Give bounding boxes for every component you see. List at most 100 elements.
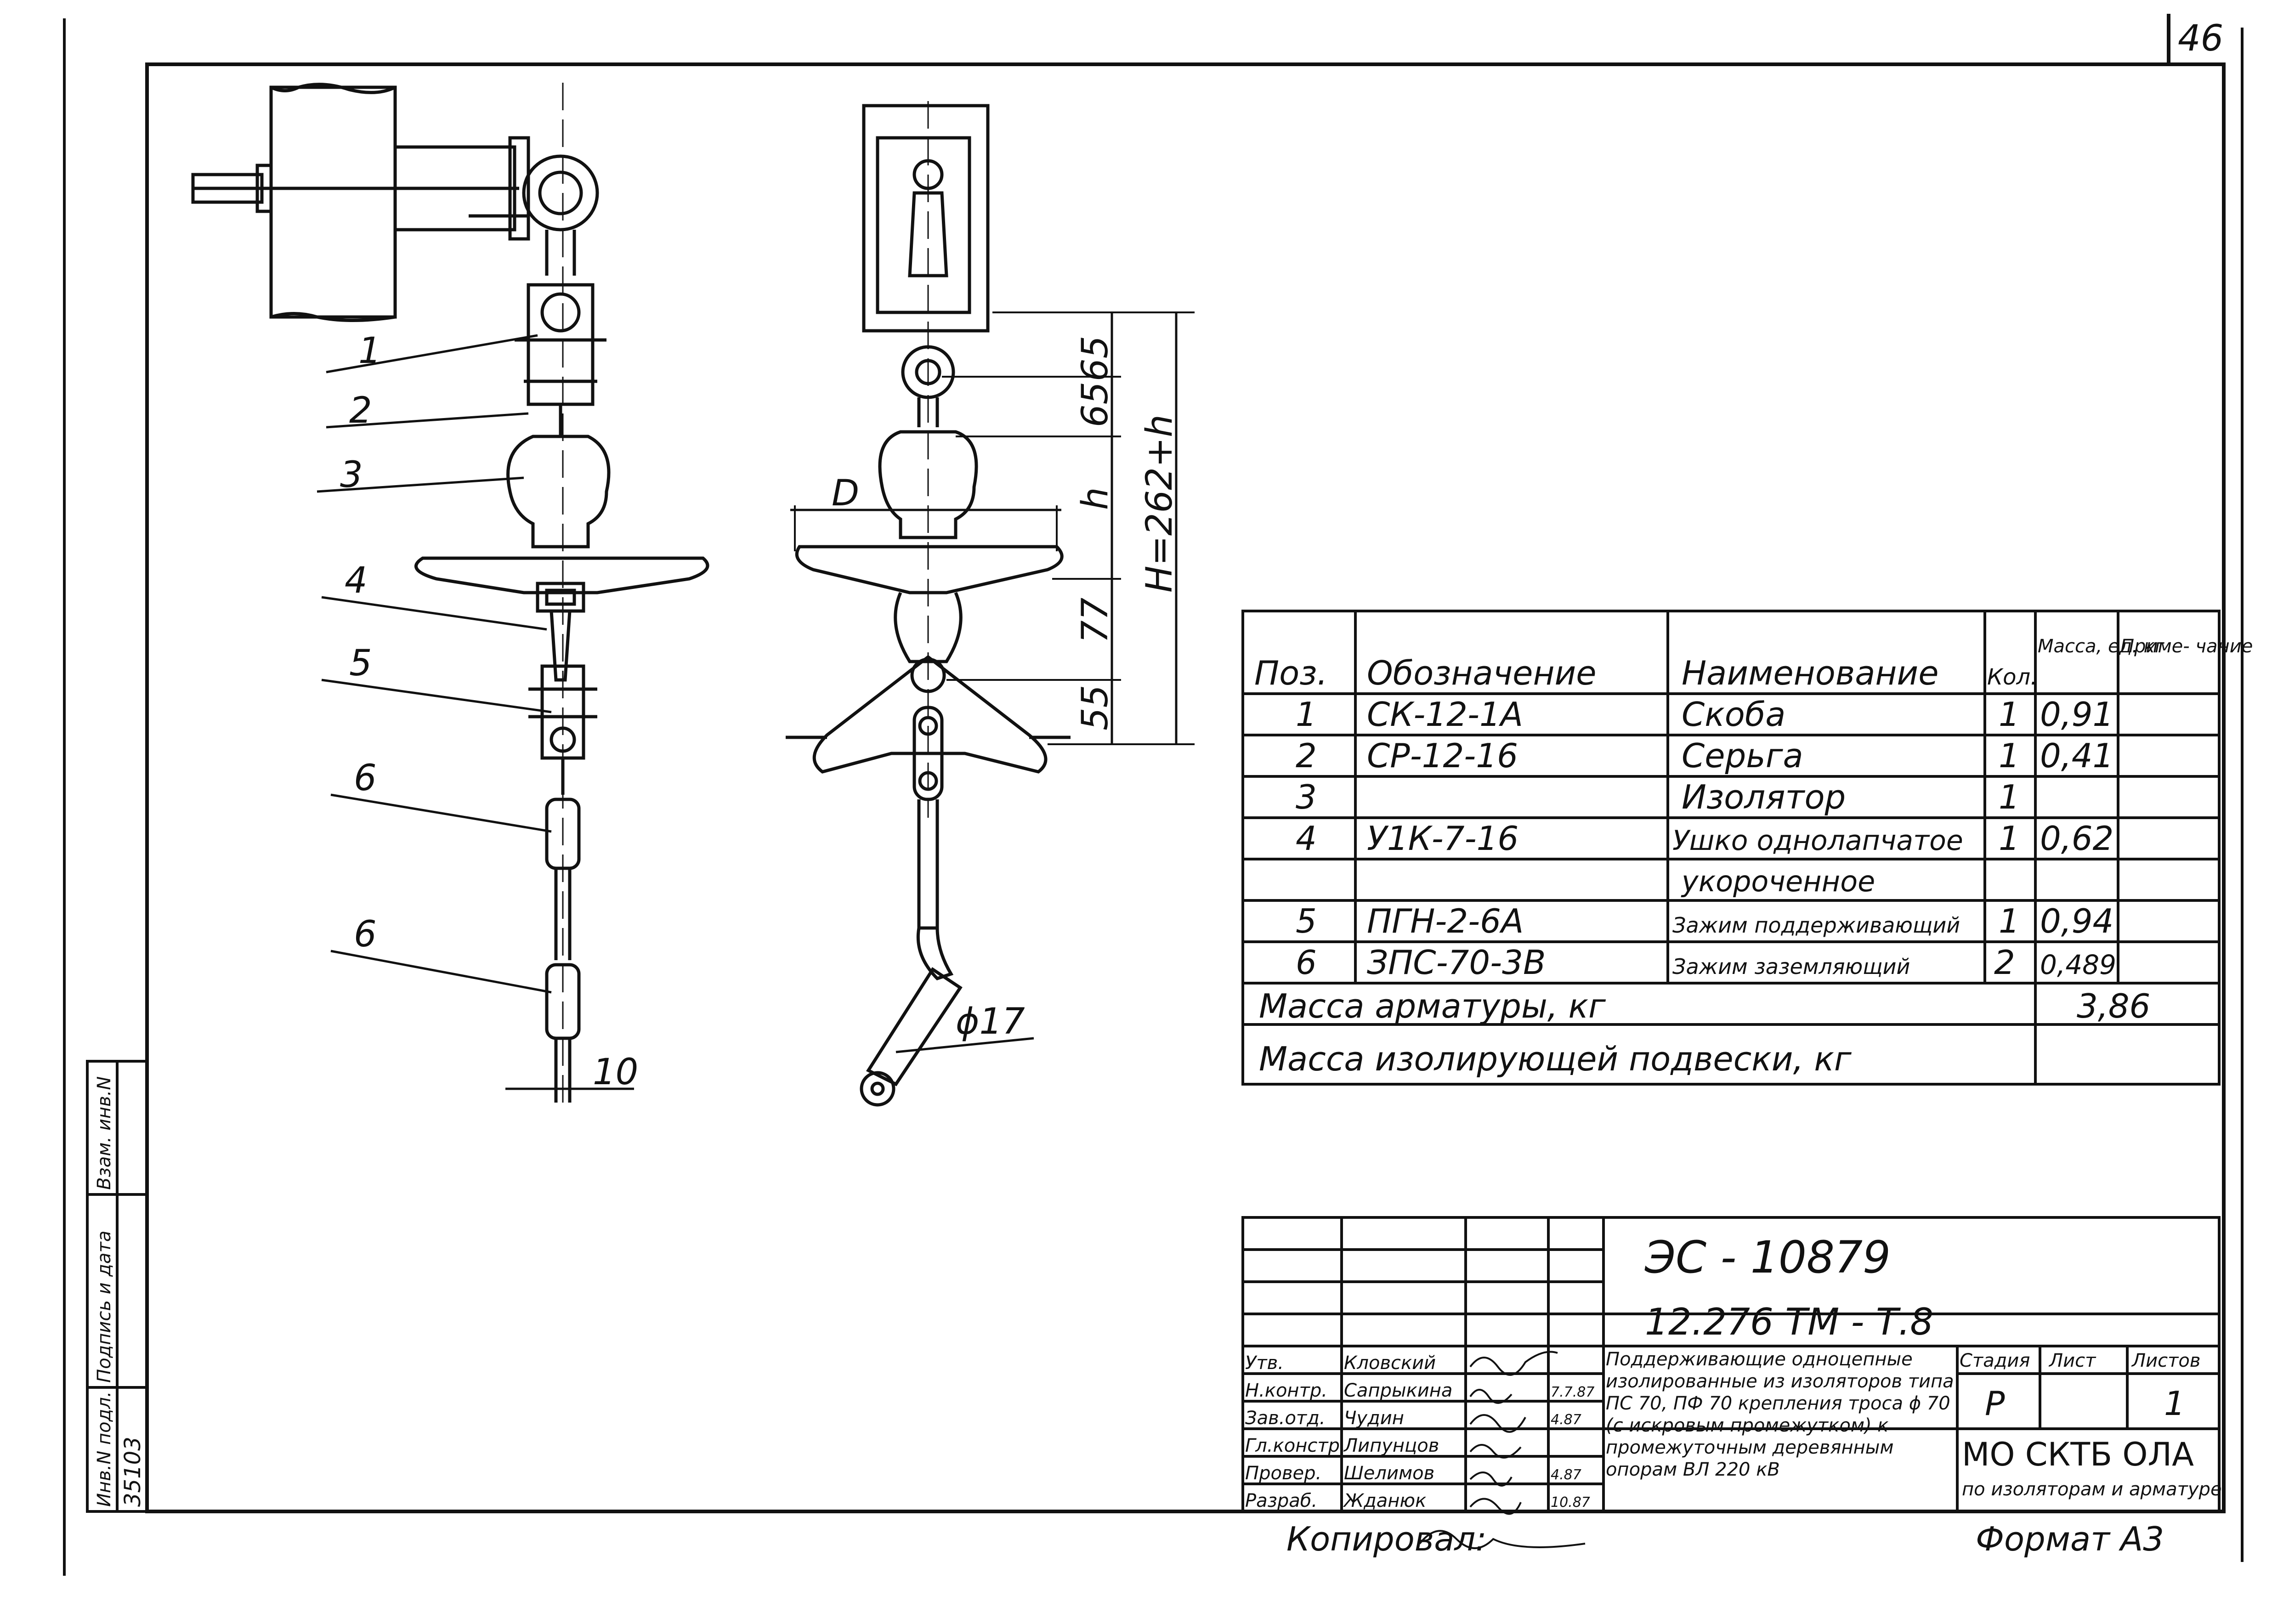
name-glkonstr: Липунцов xyxy=(1343,1435,1439,1456)
th-pos: Поз. xyxy=(1254,654,1327,692)
mass-fittings-label: Масса арматуры, кг xyxy=(1259,987,1606,1025)
svg-text:1: 1 xyxy=(1999,695,2020,734)
callout-labels: 1 2 3 4 5 6 6 10 xyxy=(340,330,638,1093)
mass-fittings-value: 3,86 xyxy=(2077,987,2150,1025)
svg-text:3: 3 xyxy=(1296,778,1317,816)
svg-text:укороченное: укороченное xyxy=(1681,865,1875,898)
svg-text:ЗПС-70-3В: ЗПС-70-3В xyxy=(1367,943,1546,982)
svg-text:СК-12-1А: СК-12-1А xyxy=(1367,695,1523,734)
name-zavotd: Чудин xyxy=(1344,1408,1404,1429)
callout-3: 3 xyxy=(340,454,363,496)
doc-code: ЭС - 10879 xyxy=(1644,1232,1891,1283)
dim-phi17: ϕ17 xyxy=(956,1001,1025,1042)
stage-value: Р xyxy=(1985,1384,2005,1423)
callout-6a: 6 xyxy=(354,758,377,799)
stage-label: Стадия xyxy=(1960,1350,2030,1371)
svg-text:0,41: 0,41 xyxy=(2040,736,2113,775)
dimension-labels: D 65 65 h 77 55 H=262+h ϕ17 xyxy=(832,336,1180,1042)
assembly-front-view xyxy=(786,101,1195,1107)
svg-text:6: 6 xyxy=(1296,943,1317,982)
table-row: 5 ПГН-2-6А Зажим поддерживающий 1 0,94 xyxy=(1296,902,2113,940)
svg-text:У1К-7-16: У1К-7-16 xyxy=(1367,819,1518,858)
callout-4: 4 xyxy=(345,560,368,601)
stamp-inv-label: Инв.N подл. xyxy=(94,1391,115,1507)
stamp-replace-label: Взам. инв.N xyxy=(94,1076,115,1190)
sheets-value: 1 xyxy=(2164,1384,2185,1423)
role-zavotd: Зав.отд. xyxy=(1245,1408,1326,1429)
spec-table: Поз. Обозначение Наименование Кол. Масса… xyxy=(1241,610,2253,1086)
sheets-label: Листов xyxy=(2131,1350,2200,1371)
svg-text:0,91: 0,91 xyxy=(2040,695,2113,734)
drawing-title: Поддерживающие одноцепные изолированные … xyxy=(1606,1349,1954,1480)
callout-6b: 6 xyxy=(354,914,377,955)
dim-55: 55 xyxy=(1075,685,1116,730)
drawing-number: 12.276 ТМ - Т.8 xyxy=(1645,1301,1933,1343)
name-razrab: Жданюк xyxy=(1343,1490,1426,1511)
svg-text:1: 1 xyxy=(1999,819,2020,858)
role-nkontr: Н.контр. xyxy=(1245,1380,1327,1401)
table-row: укороченное xyxy=(1681,865,1875,898)
svg-text:4: 4 xyxy=(1296,819,1317,858)
table-row: 4 У1К-7-16 Ушко однолапчатое 1 0,62 xyxy=(1296,819,2113,858)
svg-text:Ушко однолапчатое: Ушко однолапчатое xyxy=(1672,825,1963,857)
role-utv: Утв. xyxy=(1245,1352,1284,1374)
date-2: 4.87 xyxy=(1551,1412,1581,1428)
th-code: Обозначение xyxy=(1367,654,1597,692)
table-row: 6 ЗПС-70-3В Зажим заземляющий 2 0,489 xyxy=(1296,943,2116,982)
page-number: 46 xyxy=(2178,18,2223,59)
title-block: ЭС - 10879 12.276 ТМ - Т.8 Поддерживающи… xyxy=(1241,1216,2222,1549)
role-razrab: Разраб. xyxy=(1245,1490,1317,1511)
th-mass: Масса, ед. кг xyxy=(2038,636,2165,657)
sheet-label: Лист xyxy=(2048,1350,2096,1371)
svg-text:5: 5 xyxy=(1296,902,1317,940)
stamp-inv-value: 35103 xyxy=(120,1437,146,1507)
dim-h: h xyxy=(1075,487,1116,510)
name-nkontr: Сапрыкина xyxy=(1344,1380,1452,1401)
role-glkonstr: Гл.констр. xyxy=(1245,1435,1346,1456)
svg-text:Скоба: Скоба xyxy=(1682,695,1785,734)
side-stamp: Взам. инв.N Подпись и дата Инв.N подл. 3… xyxy=(86,1060,148,1513)
assembly-side-view xyxy=(191,83,709,1112)
table-row: 1 СК-12-1А Скоба 1 0,91 xyxy=(1296,695,2113,734)
mass-suspension-label: Масса изолирующей подвески, кг xyxy=(1259,1040,1852,1078)
date-5: 10.87 xyxy=(1551,1494,1590,1511)
svg-text:1: 1 xyxy=(1999,778,2020,816)
th-note: Приме- чание xyxy=(2120,636,2253,657)
stamp-sign-date-label: Подпись и дата xyxy=(94,1231,115,1383)
dim-77: 77 xyxy=(1075,598,1116,643)
callout-2: 2 xyxy=(349,390,372,431)
th-name: Наименование xyxy=(1682,654,1939,692)
svg-text:0,489: 0,489 xyxy=(2040,949,2116,980)
callout-1: 1 xyxy=(358,330,381,372)
drawing-frame xyxy=(145,62,2226,1513)
svg-text:1: 1 xyxy=(1999,736,2020,775)
th-qty: Кол. xyxy=(1987,664,2037,690)
copied-label: Копировал: xyxy=(1286,1520,1487,1558)
svg-text:Зажим заземляющий: Зажим заземляющий xyxy=(1672,954,1910,979)
svg-text:СР-12-16: СР-12-16 xyxy=(1367,736,1518,775)
svg-text:0,94: 0,94 xyxy=(2040,902,2113,940)
svg-text:0,62: 0,62 xyxy=(2040,819,2113,858)
org-name: МО СКТБ ОЛА xyxy=(1962,1436,2194,1473)
callout-5: 5 xyxy=(349,643,372,684)
svg-text:2: 2 xyxy=(1296,736,1317,775)
dim-65b: 65 xyxy=(1075,382,1116,427)
dim-H: H=262+h xyxy=(1139,414,1180,593)
date-1: 7.7.87 xyxy=(1551,1384,1594,1400)
dim-D: D xyxy=(832,473,859,514)
date-4: 4.87 xyxy=(1551,1467,1581,1483)
role-prover: Провер. xyxy=(1245,1463,1321,1484)
svg-text:1: 1 xyxy=(1296,695,1317,734)
svg-text:2: 2 xyxy=(1994,943,2015,982)
org-subtitle: по изоляторам и арматуре xyxy=(1962,1479,2222,1500)
svg-text:ПГН-2-6А: ПГН-2-6А xyxy=(1367,902,1524,940)
dim-65a: 65 xyxy=(1075,336,1116,381)
dim-10: 10 xyxy=(593,1052,638,1093)
table-row: 3 Изолятор 1 xyxy=(1296,778,2020,816)
svg-text:Изолятор: Изолятор xyxy=(1682,778,1846,816)
svg-text:1: 1 xyxy=(1999,902,2020,940)
svg-text:Серьга: Серьга xyxy=(1682,736,1803,775)
table-row: 2 СР-12-16 Серьга 1 0,41 xyxy=(1296,736,2113,775)
svg-text:Зажим поддерживающий: Зажим поддерживающий xyxy=(1672,913,1960,938)
